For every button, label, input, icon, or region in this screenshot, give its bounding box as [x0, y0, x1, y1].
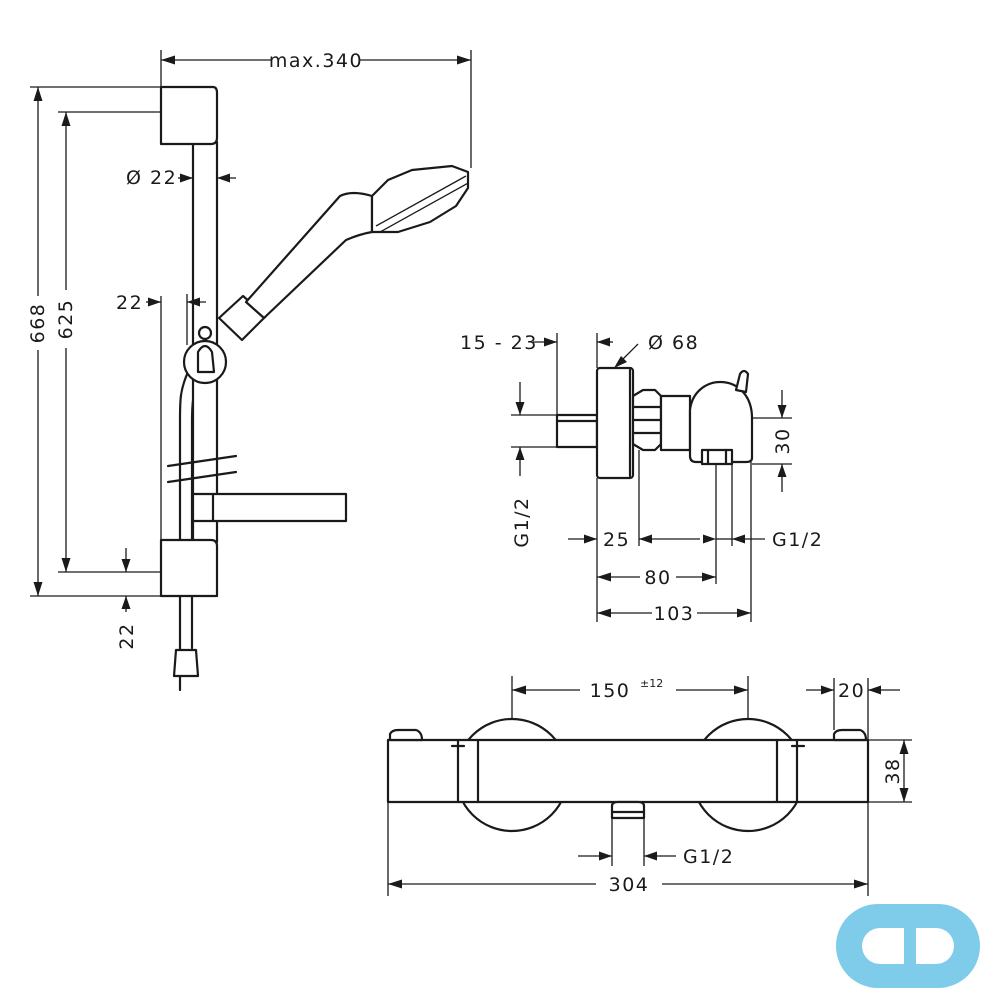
bottom-offset-label: 22	[116, 622, 138, 649]
right-end-cap	[832, 728, 868, 742]
dim-103-label: 103	[654, 603, 695, 625]
hose-outer	[178, 370, 190, 692]
hose-connector	[172, 648, 200, 678]
thermostat-handle	[688, 380, 754, 464]
dim-80-label: 80	[644, 567, 671, 589]
shower-rail-set	[159, 85, 470, 692]
bottom-bracket	[159, 538, 219, 598]
rosette-diameter-label: Ø 68	[648, 332, 699, 354]
mixer-side-view	[555, 366, 754, 480]
rail-length-label: 625	[55, 299, 77, 340]
overall-height-label: 668	[27, 303, 49, 344]
soap-dish	[191, 492, 348, 523]
inlet-thread-label: G1/2	[511, 496, 533, 547]
top-bracket	[159, 85, 219, 146]
wall-depth-label: 15 - 23	[460, 332, 538, 354]
infinity-logo-icon	[836, 904, 980, 988]
dim-25-label: 25	[603, 529, 630, 551]
slider-pin	[197, 325, 213, 341]
center-distance-label: 150	[590, 680, 631, 702]
mixer-body	[386, 738, 870, 804]
body-height-label: 38	[882, 757, 904, 784]
hose-offset-label: 22	[116, 292, 143, 314]
handle-lever	[734, 369, 750, 394]
left-end-cap	[388, 728, 424, 742]
front-outlet	[610, 800, 646, 820]
break-line-1	[166, 454, 238, 468]
total-length-label: 304	[609, 874, 650, 896]
bottom-outlet	[700, 448, 734, 466]
rosette	[595, 366, 635, 480]
end-cap-label: 20	[838, 680, 865, 702]
inlet-stub	[555, 413, 599, 449]
hand-shower-handle	[244, 191, 374, 320]
mixer-side-dimensions: 15 - 23 Ø 68 G1/2 30 25	[460, 332, 823, 625]
valve-body	[659, 394, 692, 452]
rail-diameter-label: Ø 22	[126, 167, 177, 189]
hand-shower-face	[375, 175, 468, 232]
mixer-front-dimensions: 150 ±12 20 38 G1/2 304	[387, 676, 912, 896]
rail-dimensions: max.340 668 625 Ø 22 22	[27, 50, 472, 650]
break-line-2	[166, 470, 238, 484]
mixer-front-view	[386, 717, 870, 833]
front-outlet-thread-label: G1/2	[683, 846, 734, 868]
outlet-thread-label: G1/2	[772, 529, 823, 551]
center-tolerance-label: ±12	[640, 677, 663, 690]
hand-shower-head	[370, 164, 470, 234]
slider-lever	[196, 344, 216, 374]
outlet-height-label: 30	[772, 427, 794, 454]
max-width-label: max.340	[269, 50, 363, 72]
